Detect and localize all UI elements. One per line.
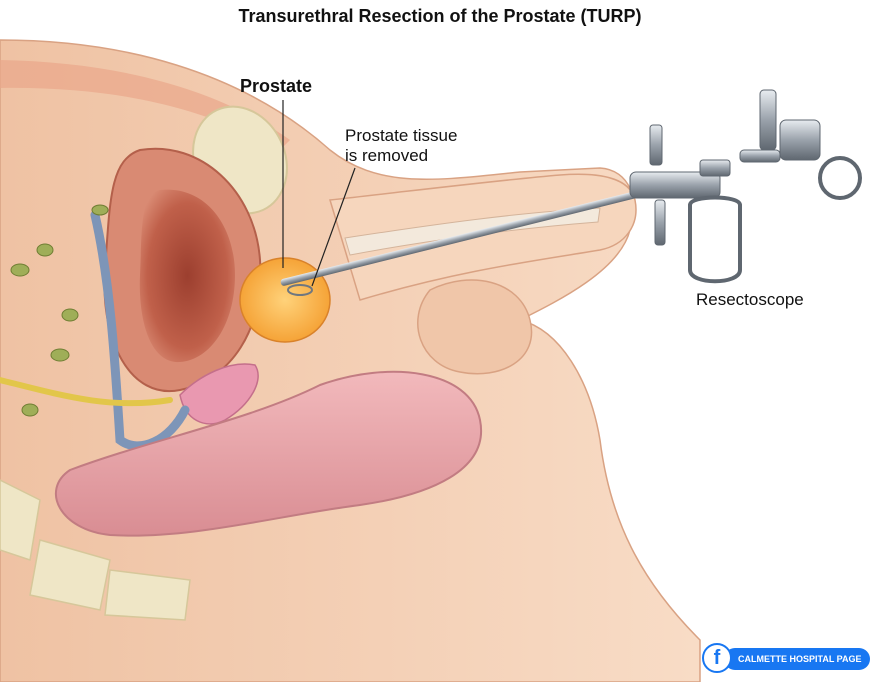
page-title: Transurethral Resection of the Prostate … [238, 6, 642, 26]
scrotum [417, 279, 533, 375]
resectoscope-shaft [280, 188, 650, 286]
facebook-watermark[interactable]: CALMETTE HOSPITAL PAGE f [702, 643, 870, 675]
tissue-leader-line [311, 167, 356, 287]
abdominal-wall [0, 60, 290, 150]
facebook-icon: f [702, 643, 732, 673]
watermark-text: CALMETTE HOSPITAL PAGE [738, 654, 862, 664]
resectoscope-label: Resectoscope [696, 290, 804, 309]
seminal-vesicles [179, 363, 259, 425]
lymph-nodes [10, 204, 109, 417]
ureter [0, 377, 173, 407]
sacrum [0, 479, 191, 621]
tissue-removed-label: Prostate tissue is removed [345, 126, 457, 166]
rectum [54, 370, 483, 537]
tissue-removed-label-line1: Prostate tissue [345, 126, 458, 145]
penis-shaft [329, 173, 637, 301]
watermark-pill: CALMETTE HOSPITAL PAGE [724, 648, 870, 670]
tissue-removed-label-line2: is removed [345, 146, 429, 165]
resectoscope-handle [629, 89, 862, 284]
prostate-label: Prostate [240, 76, 313, 96]
vas-deferens [90, 210, 190, 451]
resectoscope-loop [287, 284, 313, 296]
bladder-lumen [139, 189, 235, 363]
